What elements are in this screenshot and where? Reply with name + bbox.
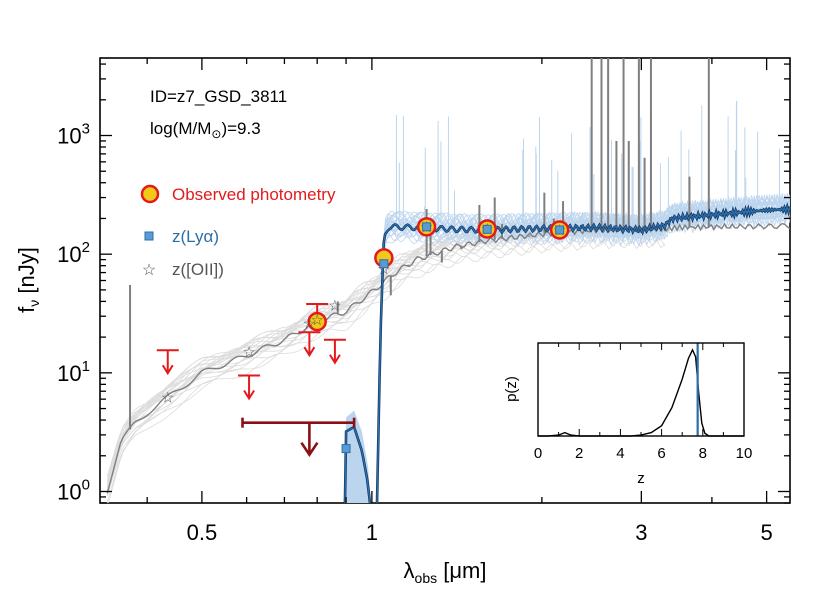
legend: Observed photometry z(Lyα) ☆ z([OII]) bbox=[140, 184, 336, 279]
x-tick-label-3: 5 bbox=[760, 520, 772, 545]
inset-x-tick-label-4: 8 bbox=[699, 445, 707, 462]
inset-x-tick-label-5: 10 bbox=[736, 445, 753, 462]
x-tick-label-1: 1 bbox=[366, 520, 378, 545]
pz-curve bbox=[538, 348, 744, 437]
inset-x-tick-label-3: 6 bbox=[657, 445, 665, 462]
inset-y-axis-label: p(z) bbox=[503, 376, 520, 402]
oii-model-point-0: ☆ bbox=[161, 389, 174, 406]
lya-model-point-3 bbox=[482, 224, 492, 234]
series-line-oii bbox=[106, 222, 790, 494]
legend-marker-oii: ☆ bbox=[142, 262, 156, 279]
inset-plot-area bbox=[538, 343, 744, 437]
y-tick-label-1: 101 bbox=[57, 358, 90, 386]
lya-break-band bbox=[344, 410, 371, 503]
oii-realisation-0 bbox=[106, 239, 665, 503]
lya-model-point-1 bbox=[379, 259, 389, 269]
lya-realisations bbox=[344, 100, 790, 503]
legend-label-oii: z([OII]) bbox=[172, 260, 224, 279]
oii-realisation-17 bbox=[108, 237, 666, 503]
upper-limit-0 bbox=[156, 349, 179, 376]
lya-realisation-20 bbox=[379, 213, 790, 338]
lya-model-point-0 bbox=[341, 444, 351, 454]
wide-band-limit bbox=[241, 417, 356, 458]
inset-x-tick-label-1: 2 bbox=[575, 445, 583, 462]
upper-limit-2 bbox=[298, 331, 321, 358]
inset-background bbox=[538, 343, 744, 436]
inset-x-tick-label-2: 4 bbox=[616, 445, 624, 462]
y-tick-label-3: 103 bbox=[57, 121, 90, 149]
main-plot-area: ☆☆☆☆☆☆☆☆☆ bbox=[106, 58, 790, 503]
inset-plot: 0 2 4 6 8 10 z p(z) bbox=[503, 342, 753, 487]
annotation-id: ID=z7_GSD_3811 bbox=[150, 87, 287, 106]
oii-model-point-2: ☆ bbox=[303, 316, 316, 333]
inset-x-axis-label: z bbox=[637, 470, 645, 487]
oii-model-point-4: ☆ bbox=[328, 297, 341, 314]
legend-marker-lya bbox=[144, 231, 154, 241]
upper-limit-4 bbox=[323, 338, 346, 365]
inset-axis-ticks: 0 2 4 6 8 10 bbox=[534, 343, 753, 462]
annotation-mass: log(M/M⊙)=9.3 bbox=[150, 119, 261, 141]
x-tick-label-0: 0.5 bbox=[187, 520, 218, 545]
y-tick-label-0: 100 bbox=[57, 477, 90, 505]
oii-model-point-1: ☆ bbox=[242, 344, 255, 361]
legend-marker-photometry bbox=[140, 184, 160, 204]
photometry-point-0 bbox=[307, 311, 327, 332]
lya-model-point-4 bbox=[555, 225, 565, 235]
y-tick-label-2: 102 bbox=[57, 239, 90, 267]
inset-x-tick-label-0: 0 bbox=[534, 445, 542, 462]
main-x-axis-label: λobs [μm] bbox=[404, 558, 487, 586]
lya-model-point-2 bbox=[422, 222, 432, 232]
upper-limit-1 bbox=[238, 374, 261, 401]
oii-model-point-3: ☆ bbox=[310, 312, 323, 329]
legend-label-photometry: Observed photometry bbox=[172, 185, 336, 204]
x-tick-label-2: 3 bbox=[635, 520, 647, 545]
legend-label-lya: z(Lyα) bbox=[172, 227, 219, 246]
main-y-axis-label: fν [nJy] bbox=[14, 247, 42, 313]
